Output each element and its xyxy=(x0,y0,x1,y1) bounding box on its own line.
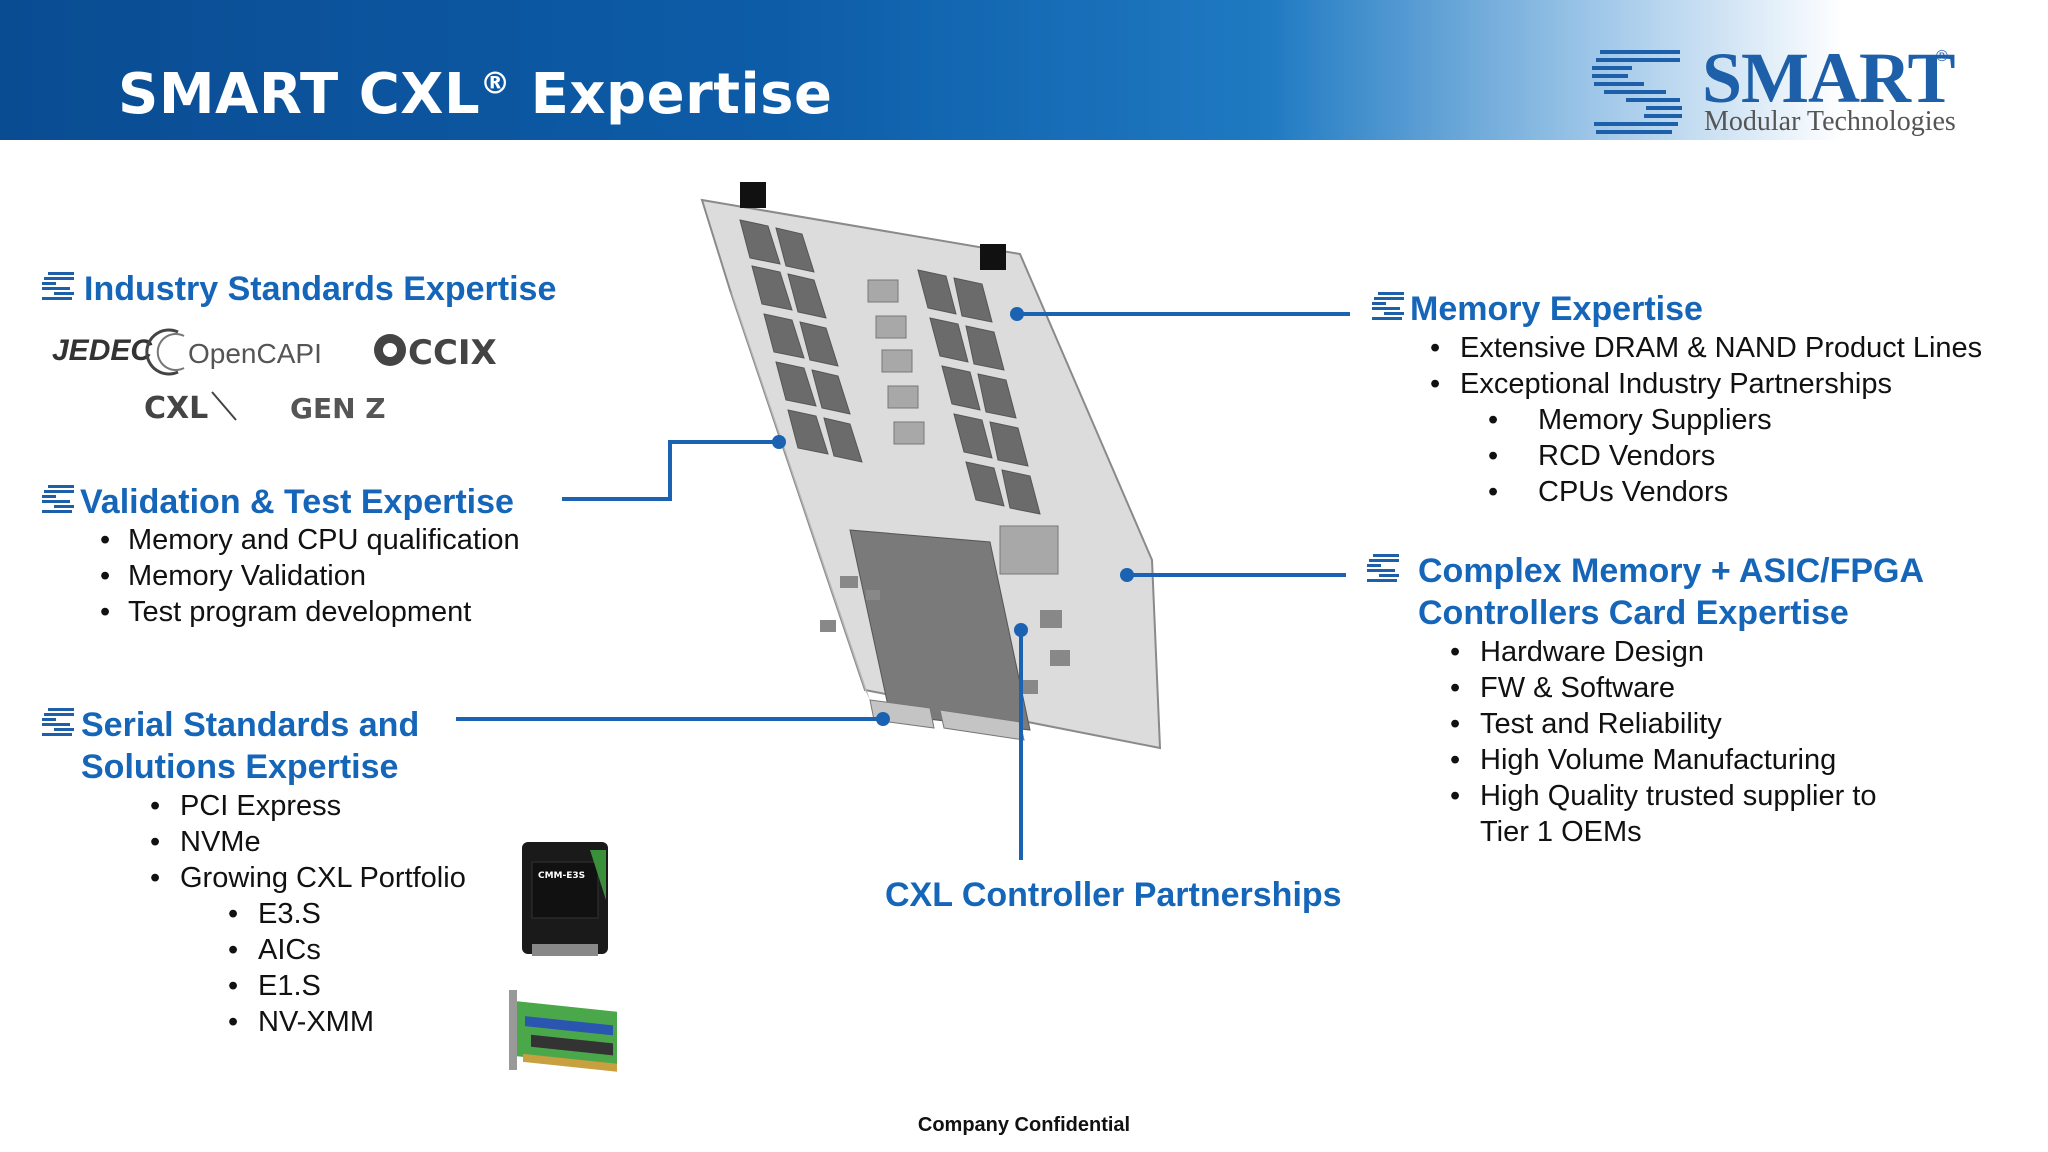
ccix-logo: CCIX xyxy=(408,333,497,373)
section-bullet-icon xyxy=(42,485,74,513)
list-item: •NVMe xyxy=(150,826,261,858)
list-item: •Exceptional Industry Partnerships xyxy=(1430,368,1892,400)
list-item: •Test program development xyxy=(100,596,472,628)
list-item: •Memory Validation xyxy=(100,560,367,592)
connector-dot xyxy=(772,435,786,449)
genz-logo: GEN Z xyxy=(290,392,386,425)
serial-title-line1: Serial Standards and xyxy=(81,706,420,744)
footer-confidential: Company Confidential xyxy=(917,1114,1131,1136)
complex-title-line2: Controllers Card Expertise xyxy=(1418,594,1849,632)
list-item: •Hardware Design xyxy=(1450,636,1705,668)
header-banner: SMART CXL® Expertise xyxy=(0,0,2048,140)
logo-wordmark: SMART xyxy=(1702,38,1955,118)
list-item: •High Quality trusted supplier to xyxy=(1450,780,1877,812)
connector-line xyxy=(1019,630,1023,860)
memory-title: Memory Expertise xyxy=(1410,290,1703,328)
svg-text:CMM-E3S: CMM-E3S xyxy=(538,871,585,881)
connector-line xyxy=(668,440,672,501)
section-bullet-icon xyxy=(42,272,74,300)
section-bullet-icon xyxy=(1372,292,1404,320)
list-item: •Test and Reliability xyxy=(1450,708,1722,740)
cxl-board-image xyxy=(690,180,1170,770)
connector-dot xyxy=(1014,623,1028,637)
standards-logos: JEDEC OpenCAPI CCIX CXL GEN Z xyxy=(50,320,510,430)
list-item: •NV-XMM xyxy=(228,1006,374,1038)
connector-line xyxy=(456,717,882,721)
list-item: •Memory Suppliers xyxy=(1488,404,1772,436)
list-item: •High Volume Manufacturing xyxy=(1450,744,1837,776)
list-item: •RCD Vendors xyxy=(1488,440,1716,472)
logo-registered: ® xyxy=(1936,48,1948,65)
complex-title-line1: Complex Memory + ASIC/FPGA xyxy=(1418,552,1925,590)
list-item: •E1.S xyxy=(228,970,321,1002)
cxl-logo: CXL xyxy=(144,391,208,426)
aic-card-image xyxy=(509,990,617,1072)
validation-title: Validation & Test Expertise xyxy=(80,483,514,521)
connector-dot xyxy=(876,712,890,726)
connector-line xyxy=(668,440,778,444)
jedec-logo: JEDEC xyxy=(52,334,153,367)
list-item-continuation: Tier 1 OEMs xyxy=(1480,816,1642,848)
section-bullet-icon xyxy=(42,708,74,736)
section-bullet-icon xyxy=(1367,554,1399,582)
list-item: •Extensive DRAM & NAND Product Lines xyxy=(1430,332,1983,364)
serial-title-line2: Solutions Expertise xyxy=(81,748,399,786)
logo-subtitle: Modular Technologies xyxy=(1704,106,1956,137)
industry-standards-title: Industry Standards Expertise xyxy=(84,270,557,308)
list-item: •CPUs Vendors xyxy=(1488,476,1729,508)
opencapi-logo: OpenCAPI xyxy=(188,338,322,369)
connector-line xyxy=(562,497,672,501)
connector-dot xyxy=(1010,307,1024,321)
list-item: •AICs xyxy=(228,934,321,966)
connector-line xyxy=(1018,312,1350,316)
smart-logo: SMART ® Modular Technologies xyxy=(1590,38,1970,144)
connector-dot xyxy=(1120,568,1134,582)
list-item: •Growing CXL Portfolio xyxy=(150,862,466,894)
e3s-module-image: CMM-E3S xyxy=(522,842,608,956)
page-title: SMART CXL® Expertise xyxy=(118,62,833,127)
cxl-partnerships-title: CXL Controller Partnerships xyxy=(885,876,1342,914)
list-item: •PCI Express xyxy=(150,790,342,822)
list-item: •E3.S xyxy=(228,898,321,930)
list-item: •FW & Software xyxy=(1450,672,1675,704)
smart-logo-mark-icon xyxy=(1592,50,1682,134)
connector-line xyxy=(1130,573,1346,577)
list-item: •Memory and CPU qualification xyxy=(100,524,520,556)
